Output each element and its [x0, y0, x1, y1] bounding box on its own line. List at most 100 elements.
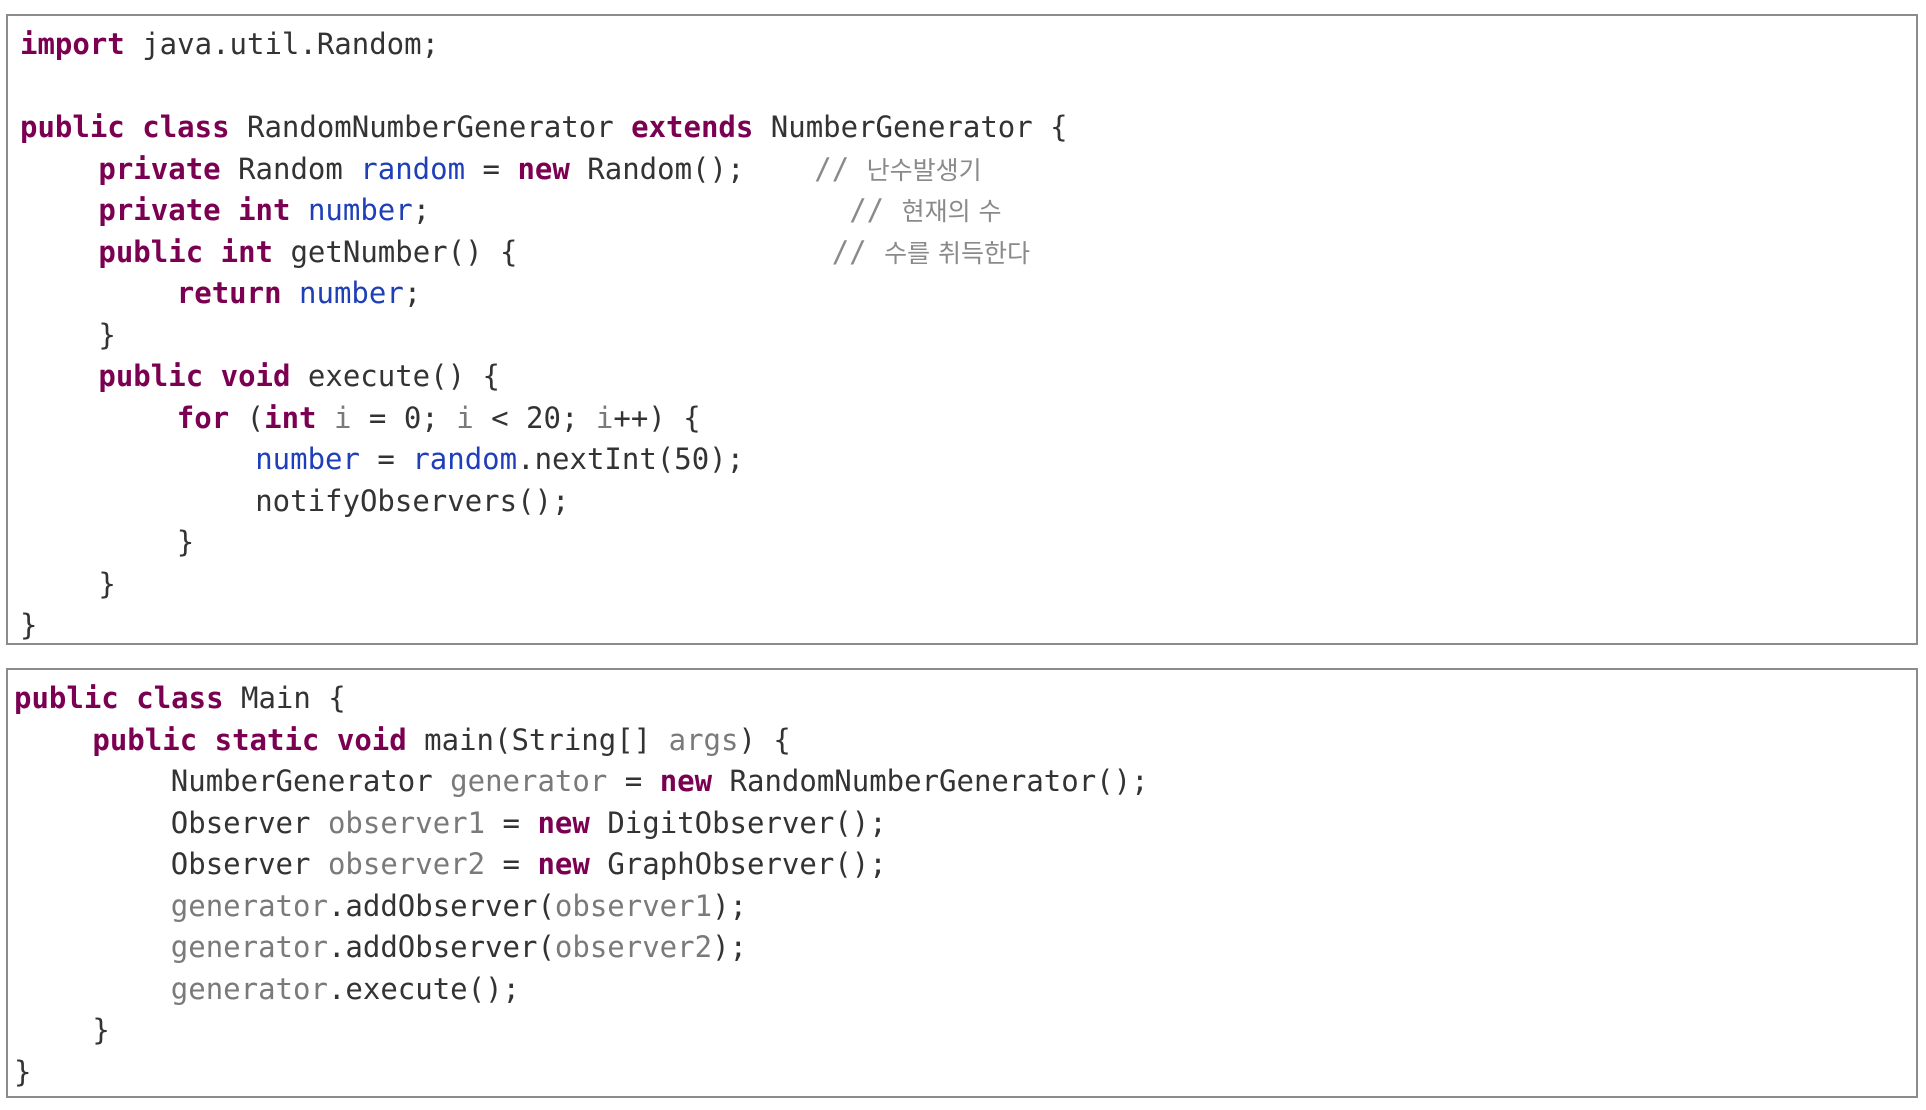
code-line: Observer observer1 = new DigitObserver()…: [8, 803, 1916, 845]
code-token: notifyObservers();: [255, 483, 570, 518]
code-token: int: [264, 400, 317, 435]
code-token: number: [307, 193, 413, 227]
code-token: ) {: [738, 722, 791, 757]
code-token: NumberGenerator: [170, 764, 451, 798]
code-token: new: [537, 805, 590, 840]
code-token: ++) {: [613, 400, 701, 435]
code-token: i: [456, 400, 474, 435]
code-token: generator: [450, 764, 608, 798]
code-comment: //: [517, 234, 885, 269]
code-token: [282, 276, 299, 310]
code-line: [8, 66, 1916, 108]
code-token: }: [98, 317, 116, 352]
code-block-random-number-generator: import java.util.Random; public class Ran…: [6, 14, 1918, 645]
code-token: NumberGenerator {: [753, 110, 1068, 144]
code-token: new: [517, 151, 570, 186]
code-token: );: [712, 888, 747, 923]
code-token: new: [659, 764, 713, 798]
code-line: public int getNumber() { // 수를 취득한다: [8, 232, 1916, 274]
code-token: }: [92, 1013, 110, 1047]
code-token: random: [412, 442, 518, 476]
code-token: .nextInt(50);: [517, 442, 745, 476]
code-line: number = random.nextInt(50);: [8, 439, 1916, 481]
code-token: for: [176, 400, 230, 435]
code-token: .addObserver(: [327, 888, 555, 923]
code-line: private Random random = new Random(); //…: [8, 149, 1916, 191]
code-line: import java.util.Random;: [8, 24, 1916, 66]
code-token: }: [20, 608, 38, 642]
code-token: =: [465, 151, 518, 186]
code-token: i: [595, 400, 614, 435]
code-token: Random: [220, 151, 361, 186]
code-token: private: [98, 193, 221, 227]
code-token: generator: [170, 930, 328, 964]
code-comment: 현재의 수: [901, 197, 1002, 226]
code-token: DigitObserver();: [589, 805, 887, 840]
code-token: [197, 723, 214, 757]
code-token: observer1: [327, 805, 486, 840]
code-token: Random();: [569, 151, 745, 186]
code-token: =: [485, 805, 538, 840]
code-token: number: [299, 276, 404, 310]
code-token: getNumber() {: [273, 234, 518, 269]
code-line: }: [8, 1010, 1916, 1052]
code-token: [203, 359, 220, 393]
code-token: Observer: [170, 805, 328, 840]
code-line: public void execute() {: [8, 356, 1916, 398]
code-line: }: [8, 605, 1916, 643]
code-token: public: [98, 234, 204, 269]
code-line: public class Main {: [8, 678, 1916, 720]
code-token: [319, 723, 336, 757]
code-token: RandomNumberGenerator();: [712, 764, 1149, 798]
code-comment: 난수발생기: [866, 155, 982, 185]
code-token: =: [359, 442, 413, 476]
code-token: =: [485, 847, 538, 881]
code-token: ;: [412, 193, 431, 227]
code-token: .addObserver(: [327, 930, 555, 964]
code-token: extends: [631, 110, 754, 144]
code-token: [221, 193, 238, 227]
code-token: }: [14, 1054, 32, 1089]
code-token: public: [20, 110, 125, 144]
code-token: number: [255, 442, 360, 476]
code-token: observer2: [327, 847, 486, 881]
code-token: GraphObserver();: [589, 847, 887, 881]
code-token: public: [92, 722, 198, 757]
code-token: generator: [170, 888, 328, 923]
code-token: void: [336, 722, 407, 757]
code-line: }: [8, 1052, 1916, 1094]
code-token: generator: [170, 971, 328, 1006]
code-line: public static void main(String[] args) {: [8, 720, 1916, 762]
code-token: [290, 193, 307, 227]
code-token: =: [607, 764, 660, 798]
code-token: }: [176, 525, 195, 559]
code-token: class: [142, 110, 230, 144]
code-token: observer2: [554, 930, 713, 964]
code-token: import: [20, 27, 125, 61]
code-token: }: [98, 566, 116, 601]
code-line: }: [8, 522, 1916, 564]
code-token: [203, 235, 220, 269]
code-token: public: [14, 681, 119, 715]
code-line: NumberGenerator generator = new RandomNu…: [8, 761, 1916, 803]
code-token: [119, 681, 136, 715]
code-line: }: [8, 564, 1916, 606]
code-token: [125, 110, 142, 144]
code-line: generator.addObserver(observer2);: [8, 927, 1916, 969]
code-line: Observer observer2 = new GraphObserver()…: [8, 844, 1916, 886]
code-token: RandomNumberGenerator: [229, 110, 632, 144]
code-token: < 20;: [473, 400, 596, 435]
code-line: return number;: [8, 273, 1916, 315]
code-token: );: [712, 930, 747, 964]
code-token: main(String[]: [406, 722, 669, 757]
code-token: private: [98, 151, 221, 186]
code-token: (: [229, 400, 265, 435]
code-token: java.util.Random;: [124, 27, 440, 61]
code-line: generator.execute();: [8, 969, 1916, 1011]
code-token: public: [98, 359, 204, 393]
code-line: private int number; // 현재의 수: [8, 190, 1916, 232]
code-token: class: [136, 681, 224, 715]
code-line: for (int i = 0; i < 20; i++) {: [8, 398, 1916, 440]
code-block-main: public class Main {public static void ma…: [6, 668, 1918, 1098]
code-token: execute() {: [290, 359, 500, 393]
